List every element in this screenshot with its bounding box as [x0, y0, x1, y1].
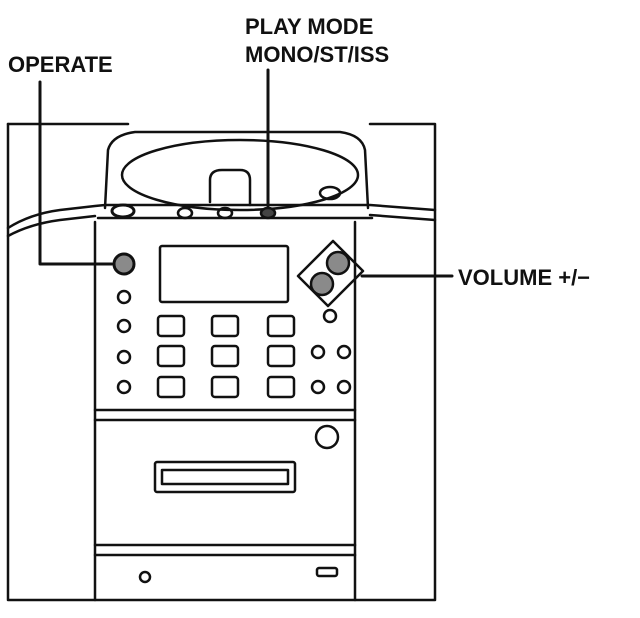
main-unit-body	[93, 220, 357, 602]
cassette-deck	[153, 424, 340, 494]
bottom-drawer	[138, 566, 339, 584]
left-speaker	[6, 122, 130, 602]
right-speaker	[353, 122, 437, 602]
operate-leader-line	[38, 80, 114, 266]
operate-label: OPERATE	[8, 52, 113, 77]
operate-button[interactable]	[112, 252, 136, 276]
leader-lines	[38, 68, 454, 278]
play-mode-label-line1: PLAY MODE	[245, 14, 374, 39]
cd-lid	[103, 130, 370, 212]
play-mode-label-line2: MONO/ST/ISS	[245, 42, 390, 67]
volume-control[interactable]	[296, 239, 365, 308]
volume-label: VOLUME +/−	[458, 265, 591, 290]
display-window	[158, 244, 290, 304]
top-control-strip	[6, 203, 437, 238]
function-keys[interactable]	[156, 314, 296, 399]
